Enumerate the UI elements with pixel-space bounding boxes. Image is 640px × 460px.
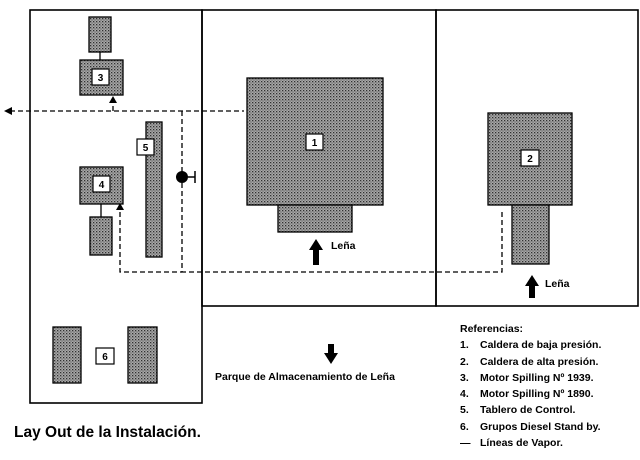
diesel-group-right	[127, 326, 158, 384]
valve-icon	[176, 171, 196, 183]
legend-item-number: 3.	[460, 371, 469, 384]
unit-1-number: 1	[312, 138, 318, 149]
page-title: Lay Out de la Instalación.	[14, 424, 201, 441]
unit-4-tag	[92, 175, 111, 193]
firewood-label-1: Leña	[331, 240, 356, 252]
steam-line-to-motor-4	[119, 212, 182, 273]
steam-line-riser	[181, 111, 503, 273]
diesel-group-left	[52, 326, 82, 384]
legend-item-text: Motor Spilling Nº 1939.	[480, 371, 594, 384]
legend-item-text: Motor Spilling Nº 1890.	[480, 388, 594, 401]
unit-4-number: 4	[99, 180, 105, 191]
legend-item-text: Tablero de Control.	[480, 404, 576, 417]
unit-5-number: 5	[143, 143, 149, 154]
legend-item: 4. Motor Spilling Nº 1890.	[460, 386, 601, 402]
steam-out-arrow	[4, 107, 12, 115]
unit-6-tag	[95, 347, 115, 365]
legend: Referencias: 1. Caldera de baja presión. …	[460, 321, 601, 451]
legend-item-text: Grupos Diesel Stand by.	[480, 420, 601, 433]
motor-4-aux-block	[89, 216, 113, 256]
unit-5-tag	[136, 138, 155, 156]
firewood-label-2: Leña	[545, 278, 570, 290]
motor-3-feed-arrow	[109, 96, 117, 103]
legend-item: 5. Tablero de Control.	[460, 402, 601, 418]
legend-item-text: Caldera de baja presión.	[480, 339, 602, 352]
legend-item: 3. Motor Spilling Nº 1939.	[460, 370, 601, 386]
storage-yard-label: Parque de Almacenamiento de Leña	[215, 371, 395, 383]
legend-item-text: Líneas de Vapor.	[480, 437, 563, 450]
unit-3-number: 3	[98, 73, 104, 84]
motor-3-aux-block	[88, 16, 112, 53]
steam-arrows	[4, 96, 124, 210]
legend-heading: Referencias:	[460, 323, 524, 335]
boiler-1-firebox	[277, 204, 353, 233]
firewood-arrow-2-icon	[525, 275, 539, 298]
legend-item: — Líneas de Vapor.	[460, 435, 601, 451]
legend-item: 1. Caldera de baja presión.	[460, 337, 601, 353]
boiler-2-firebox	[511, 204, 550, 265]
control-board-block	[145, 121, 163, 258]
storage-arrow-icon	[324, 344, 338, 364]
legend-item-number: —	[460, 437, 471, 450]
building-outline	[29, 9, 639, 404]
legend-item-number: 5.	[460, 404, 469, 417]
high-pressure-boiler-room	[435, 9, 639, 307]
legend-item-number: 4.	[460, 388, 469, 401]
legend-item: 6. Grupos Diesel Stand by.	[460, 419, 601, 435]
legend-item-number: 6.	[460, 420, 469, 433]
unit-2-tag	[520, 149, 540, 167]
legend-item: 2. Caldera de alta presión.	[460, 354, 601, 370]
legend-item-number: 1.	[460, 339, 469, 352]
unit-6-number: 6	[102, 352, 108, 363]
firewood-arrow-1-icon	[309, 239, 323, 265]
legend-list: 1. Caldera de baja presión. 2. Caldera de …	[460, 337, 601, 451]
legend-item-number: 2.	[460, 355, 469, 368]
legend-item-text: Caldera de alta presión.	[480, 355, 599, 368]
unit-1-tag	[305, 133, 324, 151]
motor-4-feed-arrow	[116, 203, 124, 210]
unit-2-number: 2	[527, 154, 533, 165]
unit-3-tag	[91, 68, 110, 86]
